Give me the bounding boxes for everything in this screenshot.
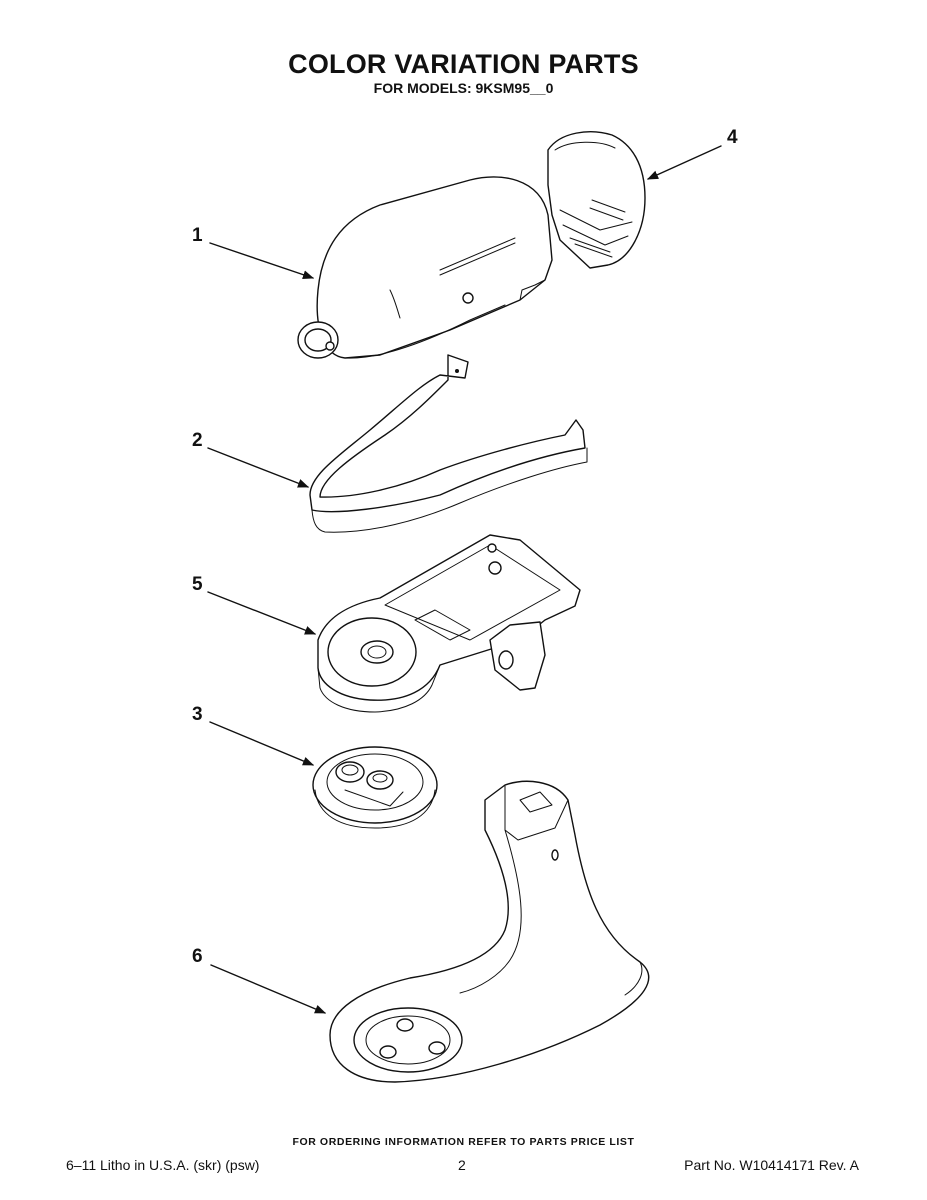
litho-note: 6–11 Litho in U.S.A. (skr) (psw) [66,1157,260,1173]
leader-line-5 [207,591,317,635]
part-number-footer: Part No. W10414171 Rev. A [684,1157,859,1173]
leader-lines [207,145,722,1014]
part-number-4: 4 [727,127,738,148]
page-title: COLOR VARIATION PARTS [288,49,639,79]
leader-line-6 [210,964,327,1014]
page-subtitle: FOR MODELS: 9KSM95__0 [373,80,554,96]
part-number-5: 5 [192,574,203,595]
part-number-6: 6 [192,946,203,967]
motor-housing-icon [297,176,553,359]
part-number-3: 3 [192,704,203,725]
leader-line-3 [209,721,315,766]
rear-cover-icon [547,131,646,269]
page-number: 2 [458,1157,466,1173]
ordering-info-note: FOR ORDERING INFORMATION REFER TO PARTS … [292,1136,635,1148]
part-number-1: 1 [192,225,203,246]
leader-line-4 [646,145,722,180]
leader-line-2 [207,447,310,488]
gear-case-icon [317,534,581,713]
pedestal-base-icon [329,780,650,1083]
planetary-ring-icon [312,746,438,829]
leader-line-1 [209,242,315,279]
part-number-2: 2 [192,430,203,451]
trim-band-icon [309,354,588,533]
